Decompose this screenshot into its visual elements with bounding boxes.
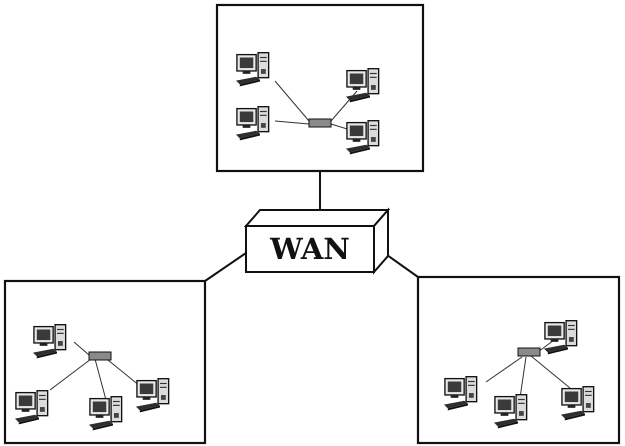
hub-icon — [88, 351, 112, 361]
computer-icon — [235, 51, 270, 88]
computer-icon — [443, 375, 478, 412]
wan-node: WAN — [243, 207, 391, 275]
link-left — [204, 252, 247, 282]
right-lan-cables — [485, 336, 571, 399]
hub-icon — [308, 118, 332, 128]
left-lan-cables — [49, 341, 141, 401]
computer-icon — [135, 377, 170, 414]
hub-icon — [517, 347, 541, 357]
right-lan-box — [416, 275, 621, 445]
left-lan-box — [3, 279, 207, 445]
computer-icon — [88, 395, 123, 432]
computer-icon — [235, 105, 270, 142]
computer-icon — [14, 389, 49, 426]
top-lan-cables — [274, 80, 358, 133]
computer-icon — [345, 67, 380, 104]
computer-icon — [493, 393, 528, 430]
computer-icon — [345, 119, 380, 156]
top-lan-box — [215, 3, 425, 173]
computer-icon — [560, 385, 595, 422]
wan-label: WAN — [269, 232, 350, 266]
computer-icon — [543, 319, 578, 356]
computer-icon — [32, 323, 67, 360]
